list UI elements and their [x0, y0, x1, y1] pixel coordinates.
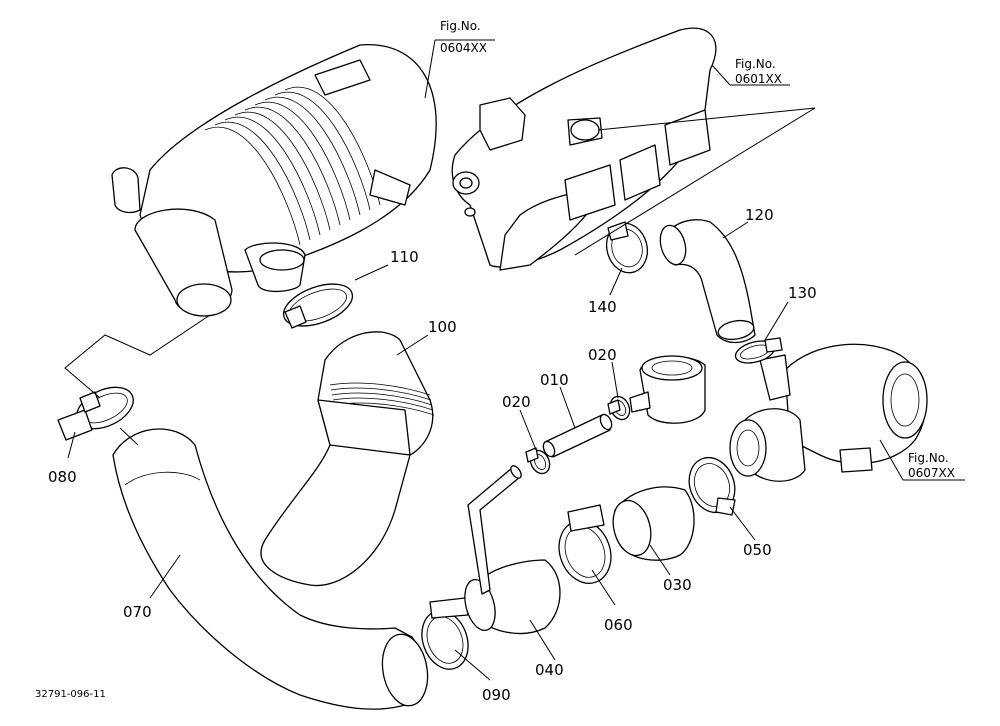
part-070-intake-hose: [112, 428, 429, 710]
fig-ref-number-0601: 0601XX: [735, 72, 782, 86]
fig-ref-label-0604: Fig.No.: [440, 19, 481, 33]
part-050-clamp: [688, 456, 736, 516]
callout-030: 030: [663, 576, 692, 594]
part-120-hose: [659, 219, 756, 344]
fig-ref-label-0601: Fig.No.: [735, 57, 776, 71]
callout-090: 090: [482, 686, 511, 704]
air-cleaner-assembly: [111, 44, 437, 317]
part-090-clamp: [421, 597, 469, 670]
part-100-air-duct: [260, 331, 435, 587]
fig-ref-number-0607: 0607XX: [908, 466, 955, 480]
fig-ref-label-0607: Fig.No.: [908, 451, 949, 465]
small-bent-tube: [467, 465, 522, 595]
callout-020-right: 020: [588, 346, 617, 364]
callout-020-left: 020: [502, 393, 531, 411]
callout-080: 080: [48, 468, 77, 486]
leader-lines: [64, 39, 965, 681]
actuator-valve: [629, 355, 706, 424]
callout-070: 070: [123, 603, 152, 621]
part-010-pipe: [542, 413, 613, 458]
part-030-hose: [612, 486, 695, 561]
turbocharger: [729, 343, 928, 482]
part-130-clamp: [734, 337, 783, 364]
part-110-clamp: [282, 283, 354, 329]
drawing-code: 32791-096-11: [35, 689, 106, 700]
part-080-clamp: [57, 386, 134, 441]
part-020-clamp-left: [525, 447, 551, 475]
callout-100: 100: [428, 318, 457, 336]
part-060-clamp: [558, 504, 612, 584]
callout-120: 120: [745, 206, 774, 224]
callout-130: 130: [788, 284, 817, 302]
fig-ref-number-0604: 0604XX: [440, 41, 487, 55]
exhaust-manifold: [451, 27, 717, 271]
part-020-clamp-right: [607, 395, 631, 421]
callout-110: 110: [390, 248, 419, 266]
callout-140: 140: [588, 298, 617, 316]
part-040-hose: [464, 559, 561, 635]
callout-040: 040: [535, 661, 564, 679]
callout-010: 010: [540, 371, 569, 389]
part-140-clamp: [605, 221, 649, 274]
callout-050: 050: [743, 541, 772, 559]
callout-060: 060: [604, 616, 633, 634]
